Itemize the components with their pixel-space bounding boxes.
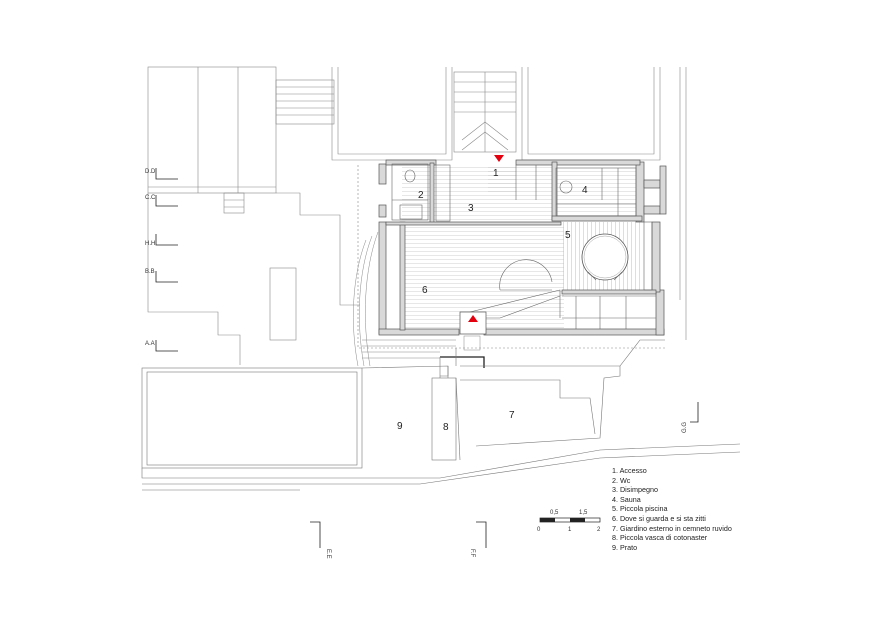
scale-bar: 0,5 1,5 0 1 2 xyxy=(537,510,601,533)
legend-item: 9. Prato xyxy=(612,542,638,552)
room-9-label: 9 xyxy=(397,421,403,432)
section-gg-label: G.G xyxy=(682,422,688,433)
section-cc-label: C.C xyxy=(145,195,156,201)
legend-item: 4. Sauna xyxy=(612,494,641,504)
legend-item: 7. Giardino esterno in cemneto ruvido xyxy=(612,523,732,533)
room-1-label: 1 xyxy=(493,168,499,179)
section-bb-label: B.B xyxy=(145,269,155,275)
room-4-label: 4 xyxy=(582,185,588,196)
room-2-label: 2 xyxy=(418,190,424,201)
room-7-label: 7 xyxy=(509,410,515,421)
house-walls xyxy=(378,159,667,368)
section-dd-label: D.D xyxy=(145,169,156,175)
entrance-arrows xyxy=(468,155,504,322)
legend-item: 2. Wc xyxy=(612,475,631,485)
scale-label-0: 0 xyxy=(537,527,541,533)
scale-label-1: 1 xyxy=(568,527,572,533)
section-hh-label: H.H xyxy=(145,241,155,247)
room-8-label: 8 xyxy=(443,422,449,433)
section-ee-label: E.E xyxy=(325,549,331,559)
section-aa-label: A.A xyxy=(145,341,155,347)
legend-item: 6. Dove si guarda e si sta zitti xyxy=(612,513,706,523)
left-building xyxy=(147,66,360,365)
legend-item: 1. Accesso xyxy=(612,466,647,475)
small-pool xyxy=(581,233,629,281)
entry-arrow-down-icon xyxy=(494,155,504,162)
lower-site xyxy=(141,339,741,491)
scale-label-1-5: 1,5 xyxy=(579,510,588,516)
legend-item: 8. Piccola vasca di cotonaster xyxy=(612,533,708,543)
curving-wall xyxy=(353,231,456,367)
room-numbers: 1 2 3 4 5 6 7 8 9 xyxy=(397,168,588,433)
room-6-label: 6 xyxy=(422,285,428,296)
legend-item: 3. Disimpegno xyxy=(612,485,658,495)
legend-item: 5. Piccola piscina xyxy=(612,504,668,514)
section-labels: D.D C.C H.H B.B A.A G.G E.E F.F xyxy=(145,169,688,559)
section-ff-label: F.F xyxy=(469,549,475,558)
entry-arrow-up-icon xyxy=(468,315,478,322)
scale-label-0-5: 0,5 xyxy=(550,510,559,516)
scale-label-2: 2 xyxy=(597,527,601,533)
room-legend: 1. Accesso 2. Wc 3. Disimpegno 4. Sauna … xyxy=(612,466,732,552)
room-3-label: 3 xyxy=(468,203,474,214)
section-markers xyxy=(155,168,699,548)
room-5-label: 5 xyxy=(565,230,571,241)
